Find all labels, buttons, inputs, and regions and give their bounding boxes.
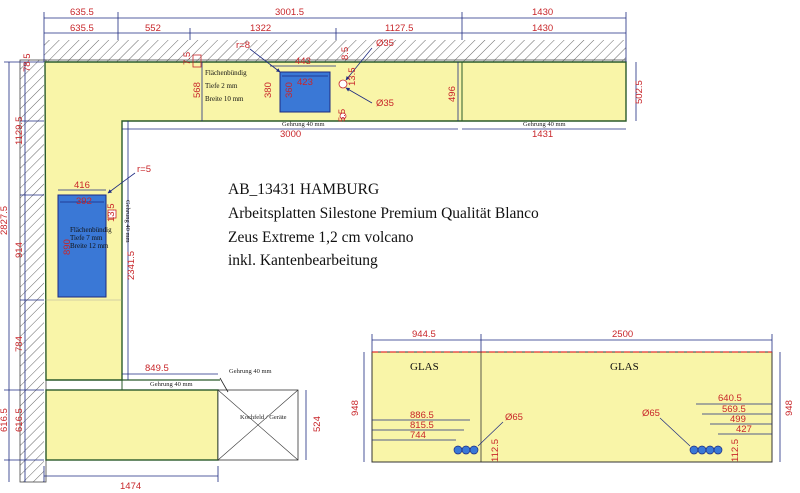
left-dimensions xyxy=(4,61,44,482)
dim-left-d4: 914 xyxy=(14,242,25,258)
socket-group-right xyxy=(696,403,772,435)
sink-note-top-3: Breite 10 mm xyxy=(205,95,244,103)
tap-hole-top xyxy=(338,79,348,89)
countertop-bottom-piece xyxy=(45,389,219,461)
glass-l815-5: 815.5 xyxy=(410,420,434,431)
dim-left-d2: 1129.5 xyxy=(14,117,25,145)
glass-label-1: GLAS xyxy=(410,361,439,373)
dim-top-overall-right: 1430 xyxy=(532,7,553,18)
dim-top-row2-b: 1322 xyxy=(250,23,271,34)
dim-left-d3: 2827.5 xyxy=(0,206,10,235)
radius-left: r=5 xyxy=(137,164,151,175)
sink-note-top-1: Flächenbündig xyxy=(205,69,247,77)
dim-13-5-left: 13.5 xyxy=(106,204,117,223)
dia35-bottom: Ø35 xyxy=(376,98,394,109)
glass-r499: 499 xyxy=(730,414,746,425)
sink-top-h380: 380 xyxy=(263,82,274,98)
dim-1474: 1474 xyxy=(120,481,141,492)
tap-hole-top-2 xyxy=(339,112,347,120)
dim-502-5: 502.5 xyxy=(634,80,645,104)
dim-left-d6: 616.5 xyxy=(0,408,10,432)
glass-l886-5: 886.5 xyxy=(410,410,434,421)
dim-2341-5: 2341.5 xyxy=(126,251,137,280)
joint-label-top-1: Gehrung 40 mm xyxy=(282,121,325,128)
dim-7-5: 7.5 xyxy=(182,52,193,65)
dim-524: 524 xyxy=(312,416,323,432)
sink-top-h360: 360 xyxy=(284,82,295,98)
title-line-1: AB_13431 HAMBURG xyxy=(228,181,379,198)
sink-left-w416: 416 xyxy=(74,180,90,191)
dim-left-d5: 784 xyxy=(14,336,25,352)
sink-left-h890: 890 xyxy=(62,239,73,255)
joint-label-left: Gehrung 40 mm xyxy=(124,200,131,243)
radius-top: r=8 xyxy=(236,40,250,51)
dim-849-5: 849.5 xyxy=(145,363,169,374)
glass-h112-5-right: 112.5 xyxy=(730,439,741,462)
glass-w2500: 2500 xyxy=(612,329,633,340)
glass-dia65-right: Ø65 xyxy=(642,408,660,419)
socket-group-left xyxy=(372,419,470,441)
joint-label-top-2: Gehrung 40 mm xyxy=(523,121,566,128)
glass-l744: 744 xyxy=(410,430,426,441)
sink-left xyxy=(57,194,107,298)
dim-13-5-top: 13.5 xyxy=(347,68,358,87)
sink-note-left-1: Flächenbündig xyxy=(70,226,112,234)
dim-left-d7: 616.5 xyxy=(14,408,25,432)
dim-top-row2-left: 635.5 xyxy=(70,23,94,34)
dim-top-row2-a: 552 xyxy=(145,23,161,34)
joint-label-bottom-a: Gehrung 40 mm xyxy=(150,381,193,388)
appliance-label: Kochfeld / Geräte xyxy=(240,414,287,421)
glass-h948-right: 948 xyxy=(784,400,795,416)
dim-8-5: 8.5 xyxy=(340,47,351,60)
sink-top-w443: 443 xyxy=(295,56,311,67)
dim-496: 496 xyxy=(447,86,458,102)
sink-top-w423: 423 xyxy=(297,77,313,88)
dim-1431: 1431 xyxy=(532,129,553,140)
dim-left-d1: 78.5 xyxy=(22,54,33,73)
dim-top-overall-left: 635.5 xyxy=(70,7,94,18)
title-line-3: Zeus Extreme 1,2 cm volcano xyxy=(228,229,414,246)
dim-top-row2-c: 1127.5 xyxy=(385,23,413,34)
dim-3000: 3000 xyxy=(280,129,301,140)
sink-note-left-2: Tiefe 7 mm xyxy=(70,234,103,242)
title-line-2: Arbeitsplatten Silestone Premium Qualitä… xyxy=(228,205,539,222)
dim-top-row2-right: 1430 xyxy=(532,23,553,34)
glass-r569-5: 569.5 xyxy=(722,404,746,415)
dim-5-5: 5.5 xyxy=(337,109,348,122)
dim-568: 568 xyxy=(192,82,203,98)
sink-top xyxy=(279,71,331,113)
dim-top-overall-mid: 3001.5 xyxy=(275,7,304,18)
glass-panel xyxy=(371,351,773,463)
joint-label-bottom-b: Gehrung 40 mm xyxy=(229,368,272,375)
glass-label-2: GLAS xyxy=(610,361,639,373)
glass-h948-left: 948 xyxy=(350,400,361,416)
glass-dia65-left: Ø65 xyxy=(505,412,523,423)
glass-r427: 427 xyxy=(736,424,752,435)
dia35-top: Ø35 xyxy=(376,38,394,49)
sink-note-top-2: Tiefe 2 mm xyxy=(205,82,238,90)
sink-note-left-3: Breite 12 mm xyxy=(70,242,109,250)
title-line-4: inkl. Kantenbearbeitung xyxy=(228,252,378,269)
glass-w944-5: 944.5 xyxy=(412,329,436,340)
top-dimensions xyxy=(43,12,627,62)
sink-left-w392: 392 xyxy=(76,196,92,207)
glass-h112-5-left: 112.5 xyxy=(490,439,501,462)
glass-r640-5: 640.5 xyxy=(718,393,742,404)
